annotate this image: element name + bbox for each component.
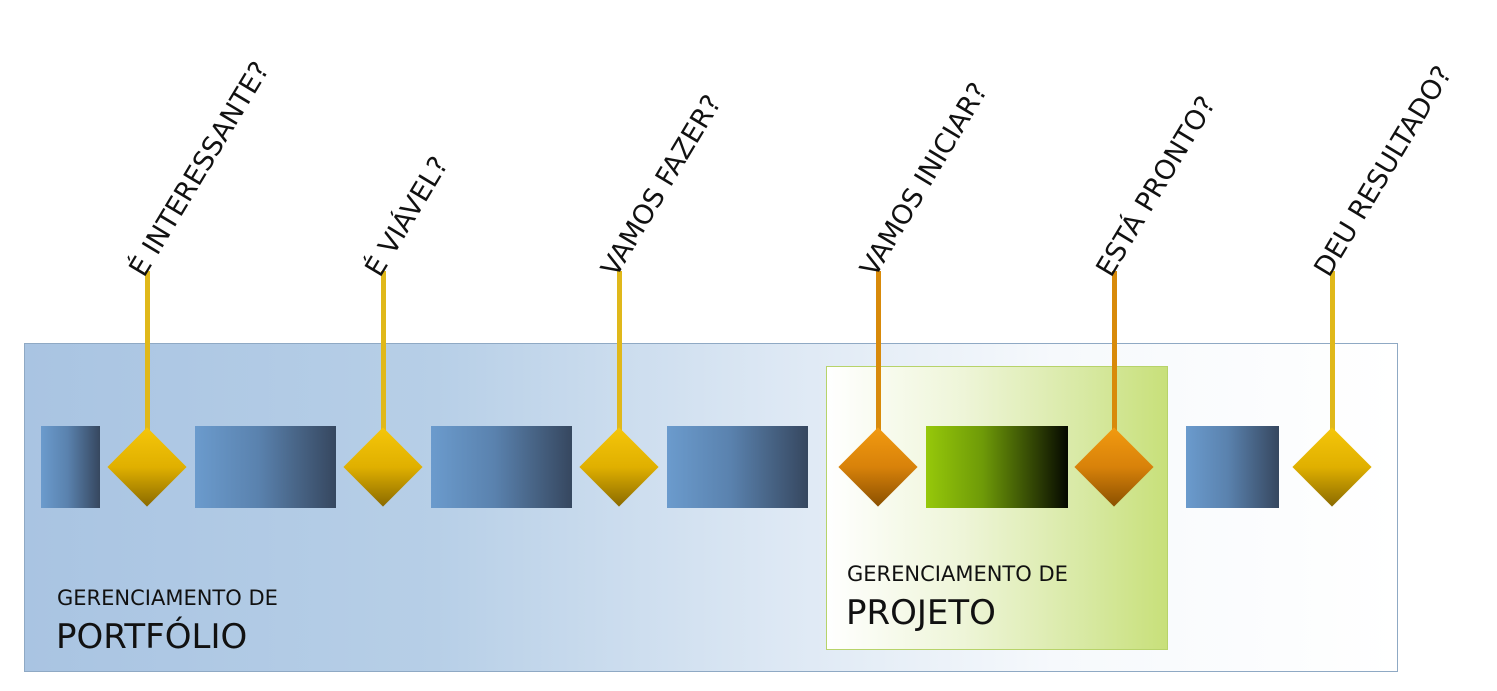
gate-question: VAMOS FAZER? bbox=[595, 89, 728, 282]
gate-question: ESTÁ PRONTO? bbox=[1090, 90, 1223, 282]
gate-question: É INTERESSANTE? bbox=[123, 56, 276, 282]
phase-block bbox=[667, 426, 808, 508]
project-phase-block bbox=[926, 426, 1068, 508]
gate-connector bbox=[1329, 271, 1335, 431]
gate-connector bbox=[144, 271, 150, 431]
portfolio-label-line2: PORTFÓLIO bbox=[56, 617, 248, 657]
portfolio-label-line1: GERENCIAMENTO DE bbox=[57, 586, 278, 610]
project-label-line2: PROJETO bbox=[846, 593, 996, 633]
gate-question: VAMOS INICIAR? bbox=[854, 77, 995, 283]
phase-block bbox=[41, 426, 100, 508]
project-management-area bbox=[826, 366, 1168, 650]
gate-question: É VIÁVEL? bbox=[359, 151, 455, 282]
gate-connector bbox=[1111, 271, 1117, 431]
phase-block bbox=[1186, 426, 1279, 508]
gate-connector bbox=[875, 271, 881, 431]
phase-block bbox=[431, 426, 572, 508]
gate-connector bbox=[616, 271, 622, 431]
project-label-line1: GERENCIAMENTO DE bbox=[847, 562, 1068, 586]
gate-connector bbox=[380, 271, 386, 431]
gate-question: DEU RESULTADO? bbox=[1308, 60, 1459, 282]
phase-block bbox=[195, 426, 336, 508]
